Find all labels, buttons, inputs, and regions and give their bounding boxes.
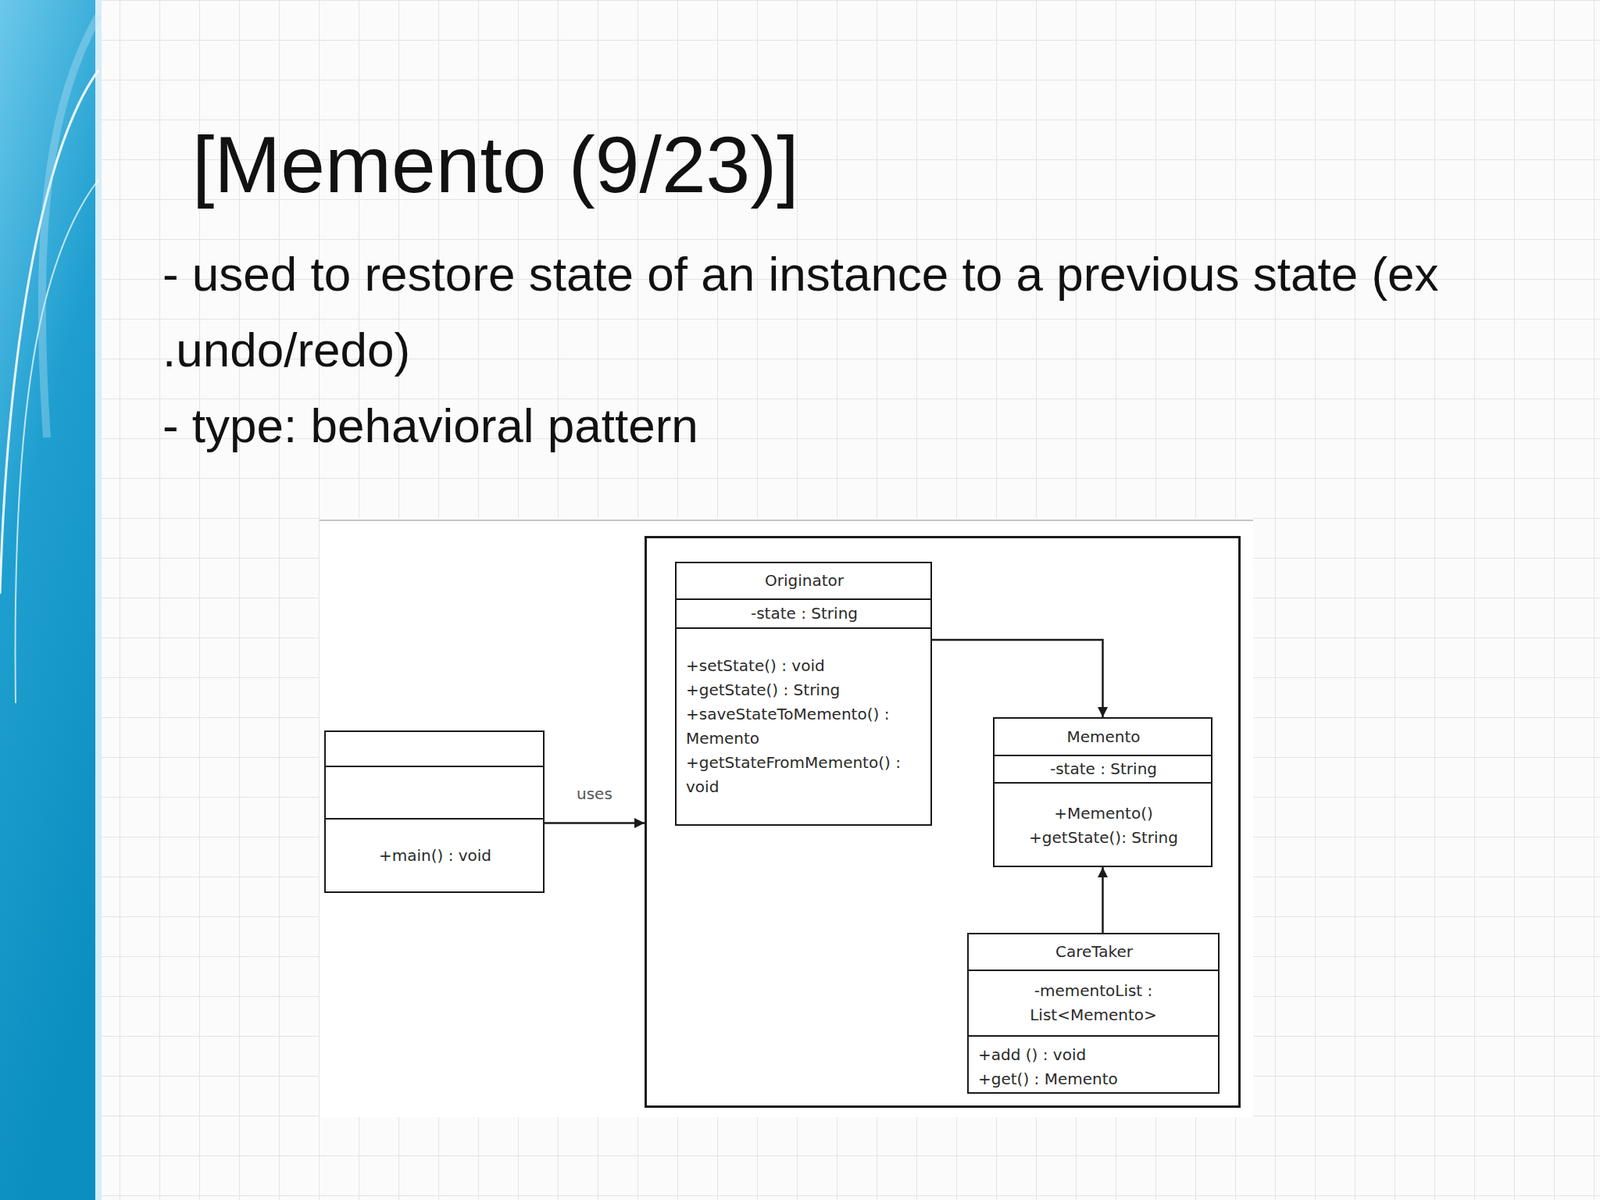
class-name: CareTaker [978, 939, 1211, 965]
class-method: +get() : Memento [978, 1067, 1211, 1092]
class-attribute: -mementoList : List<Memento> [984, 978, 1203, 1028]
edge-label: uses [576, 784, 613, 804]
panel-rule [319, 519, 1254, 522]
class-method: +Memento() [1003, 801, 1204, 826]
class-compartment [325, 732, 543, 768]
class-method: +getState() : String [685, 678, 923, 703]
class-compartment: Memento [994, 718, 1211, 757]
class-compartment: CareTaker [968, 934, 1218, 972]
connector-arrow [1101, 867, 1104, 933]
class-name: Originator [685, 568, 923, 593]
band-fill [0, 0, 99, 1200]
class-compartment: +add () : void+get() : Memento [968, 1036, 1218, 1093]
band-curve [0, 70, 99, 594]
class-compartment: -state : String [676, 600, 931, 629]
class-method: +getStateFromMemento() : void [685, 750, 923, 800]
class-compartment: -state : String [994, 756, 1211, 784]
bullet-list: - used to restore state of an instance t… [162, 235, 1515, 464]
connector-arrow [544, 821, 645, 825]
bullet-text: - used to restore state of an instance t… [162, 235, 1515, 388]
class-compartment: +setState() : void+getState() : String+s… [676, 628, 931, 825]
class-method: +setState() : void [685, 653, 923, 679]
class-compartment: +Memento()+getState(): String [994, 783, 1211, 866]
class-compartment: Originator [676, 563, 931, 600]
class-box: CareTaker -mementoList : List<Memento> +ad… [967, 932, 1220, 1094]
connector-arrow [932, 639, 1104, 718]
class-method: +getState(): String [1003, 825, 1204, 850]
package-frame: Originator-state : String+setState() : v… [644, 535, 1241, 1108]
band-curve [15, 179, 99, 704]
class-method: +saveStateToMemento() : Memento [685, 702, 923, 751]
class-attribute: -state : String [1003, 757, 1204, 782]
class-compartment: -mementoList : List<Memento> [968, 971, 1218, 1037]
class-box: Originator-state : String+setState() : v… [675, 561, 933, 826]
slide-title: [Memento (9/23)] [192, 117, 800, 213]
class-compartment [325, 767, 543, 820]
class-box: Memento-state : String+Memento()+getStat… [992, 717, 1213, 868]
class-compartment: +main() : void [325, 819, 543, 892]
class-name: Memento [1003, 725, 1204, 750]
side-band [0, 0, 104, 1200]
class-method: +main() : void [335, 843, 536, 868]
bullet-text: - type: behavioral pattern [162, 387, 1515, 464]
class-attribute: -state : String [685, 601, 923, 626]
class-method: +add () : void [978, 1042, 1211, 1068]
band-curve [42, 15, 99, 438]
class-box: +main() : void [324, 730, 545, 893]
